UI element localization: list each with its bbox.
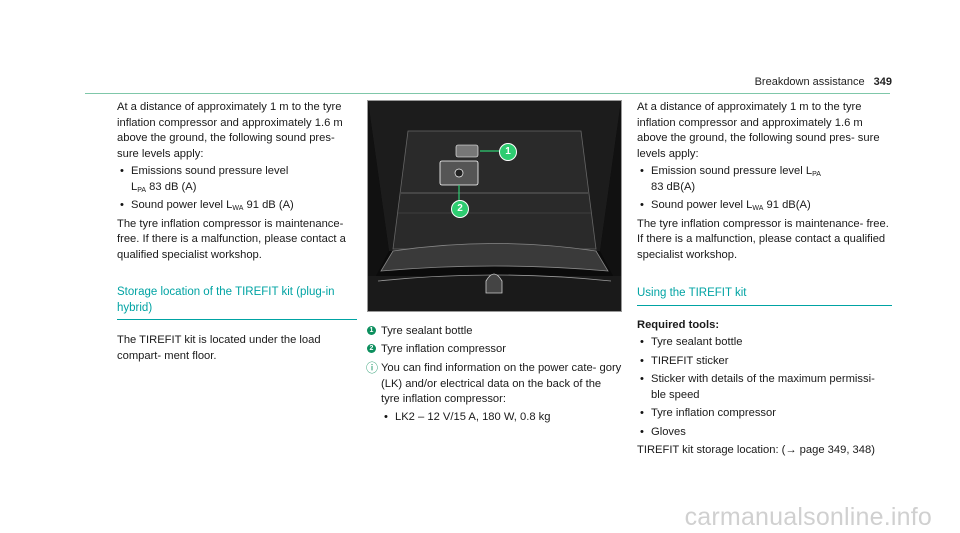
sound-levels-list: Emission sound pressure level LPA 83 dB(… (637, 164, 892, 214)
legend-item: 2 Tyre inflation compressor (367, 342, 622, 358)
watermark: carmanualsonline.info (684, 502, 932, 531)
list-item-value: 91 dB(A) (763, 199, 811, 211)
page-number: 349 (873, 76, 892, 88)
list-item: Emission sound pressure level LPA 83 dB(… (637, 164, 892, 195)
list-item: Tyre sealant bottle (637, 335, 892, 351)
list-item-value: 83 dB(A) (651, 180, 696, 193)
symbol: L (226, 199, 233, 211)
list-item: TIREFIT sticker (637, 354, 892, 370)
number-badge: 1 (367, 326, 376, 335)
info-text: You can find information on the power ca… (381, 362, 622, 405)
list-item: LK2 – 12 V/15 A, 180 W, 0.8 kg (381, 410, 622, 426)
load-compartment-illustration: 1 2 (367, 100, 622, 312)
list-item-value: 83 dB (A) (146, 180, 197, 193)
section-title-using-kit: Using the TIREFIT kit (637, 286, 892, 306)
list-item: Sound power level LWA 91 dB(A) (637, 198, 892, 214)
sound-levels-list: Emissions sound pressure level LPA 83 dB… (117, 164, 357, 214)
list-item-text: Sound power level (131, 199, 227, 211)
sound-intro-paragraph: At a distance of approximately 1 m to th… (637, 101, 880, 160)
list-item: Sticker with details of the maximum perm… (637, 372, 892, 403)
page-header: Breakdown assistance 349 (755, 75, 892, 91)
maintenance-paragraph: The tyre inflation compressor is mainten… (117, 217, 346, 261)
info-icon: ⓘ (366, 361, 379, 375)
symbol: L (746, 199, 753, 211)
electrical-data-list: LK2 – 12 V/15 A, 180 W, 0.8 kg (381, 410, 622, 426)
required-tools-label: Required tools: (637, 318, 720, 331)
callout-2-badge: 2 (451, 200, 469, 218)
info-note: ⓘ You can find information on the power … (366, 361, 622, 408)
legend-text: Tyre inflation compressor (381, 342, 506, 355)
list-item-text: Sound power level (651, 199, 747, 211)
legend-text: Tyre sealant bottle (381, 325, 473, 337)
maintenance-paragraph: The tyre inflation compressor is mainten… (637, 217, 889, 261)
required-tools-list: Tyre sealant bottle TIREFIT sticker Stic… (637, 335, 892, 440)
symbol-subscript: WA (232, 205, 244, 212)
legend-item: 1 Tyre sealant bottle (367, 324, 622, 340)
symbol-subscript: PA (137, 186, 147, 194)
section-title-storage: Storage location of the TIREFIT kit (plu… (117, 285, 357, 320)
trunk-floor-drawing (368, 101, 621, 311)
list-item: Emissions sound pressure level LPA 83 dB… (117, 164, 357, 195)
symbol-subscript: WA (752, 205, 764, 212)
column-left: At a distance of approximately 1 m to th… (117, 100, 357, 364)
sound-intro-paragraph: At a distance of approximately 1 m to th… (117, 101, 343, 160)
column-right: At a distance of approximately 1 m to th… (637, 100, 892, 459)
list-item: Tyre inflation compressor (637, 406, 892, 422)
symbol: L (805, 165, 813, 177)
symbol: L (131, 180, 138, 193)
list-item-value: 91 dB (A) (243, 199, 294, 211)
symbol-subscript: PA (812, 171, 821, 178)
header-title: Breakdown assistance (754, 76, 865, 88)
callout-1-badge: 1 (499, 143, 517, 161)
list-item: Sound power level LWA 91 dB (A) (117, 198, 357, 214)
storage-reference: TIREFIT kit storage location: (→ page 34… (637, 444, 875, 456)
list-item-text: Emission sound pressure level (651, 165, 806, 177)
number-badge: 2 (367, 343, 376, 353)
storage-location-paragraph: The TIREFIT kit is located under the loa… (117, 334, 321, 362)
column-middle: 1 2 1 Tyre sealant bottle 2 Tyre inflati… (366, 100, 622, 428)
list-item: Gloves (637, 425, 892, 441)
list-item-text: Emissions sound pressure level (131, 165, 289, 177)
header-rule (85, 93, 890, 94)
